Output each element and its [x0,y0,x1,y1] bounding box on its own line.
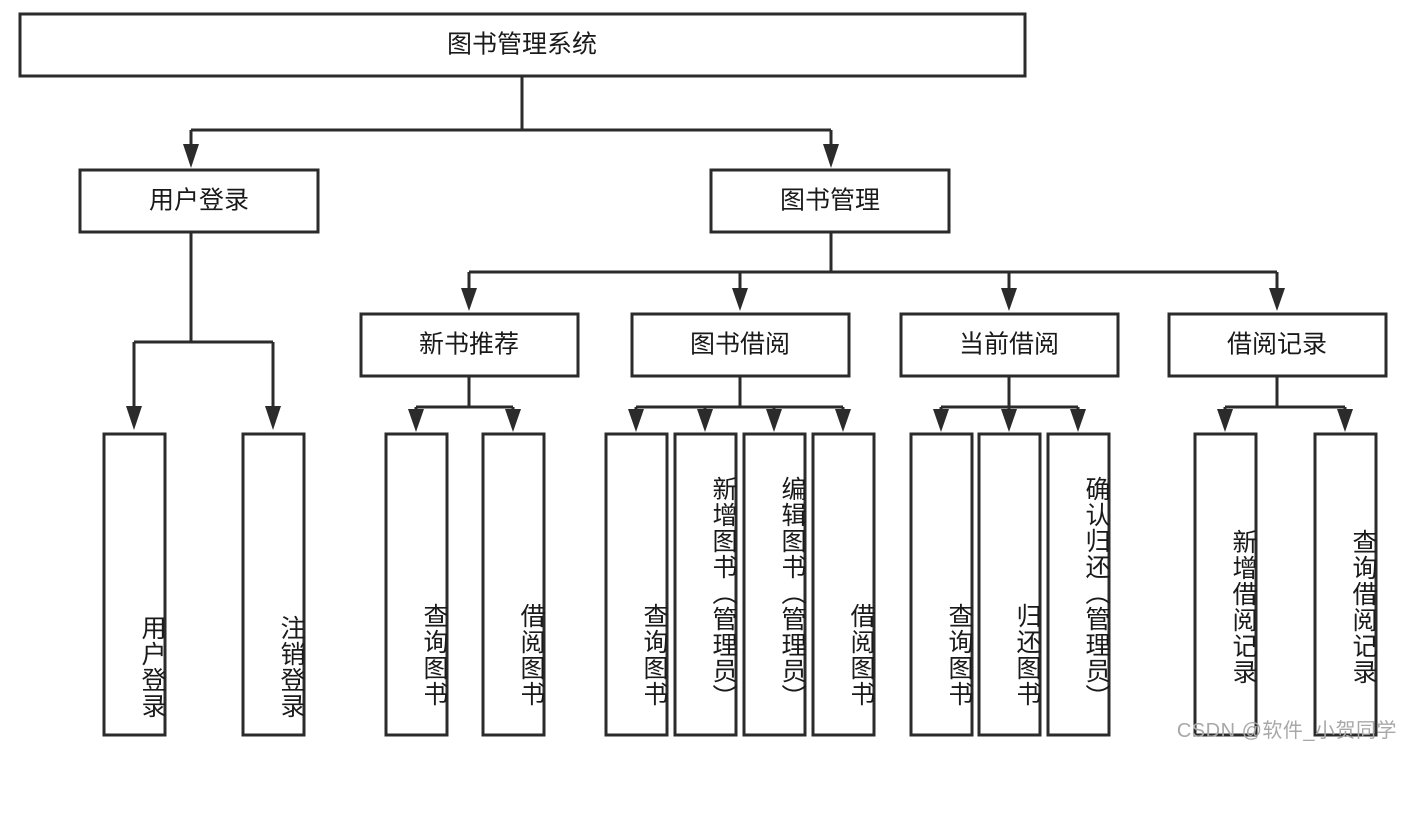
leaf-box-book-borrow-4[interactable] [811,432,876,737]
arrow-head-borrow-record [1269,288,1285,311]
arrow-head-leaf-book-borrow-1 [628,409,644,432]
connector-group-book-borrow-children [628,376,851,432]
node-current-borrow[interactable]: 当前借阅 [899,312,1120,378]
node-current-borrow-label: 当前借阅 [959,331,1059,359]
node-user-login-box [78,168,320,234]
arrow-head-leaf-user-login-2 [265,406,281,430]
node-book-management-box [709,168,951,234]
arrow-head-leaf-new-book-2 [505,409,521,432]
node-root-box [18,12,1027,78]
node-book-borrow-box [630,312,851,378]
leaf-box-user-login-2[interactable] [241,432,306,737]
leaf-group-book-borrow [604,432,876,737]
leaf-box-new-book-1[interactable] [384,432,449,737]
leaf-box-book-borrow-2[interactable] [673,432,738,737]
node-borrow-record[interactable]: 借阅记录 [1167,312,1388,378]
leaf-box-book-borrow-1[interactable] [604,432,669,737]
node-root-book-management-system[interactable]: 图书管理系统 [18,12,1027,78]
node-borrow-record-box [1167,312,1388,378]
leaf-box-book-borrow-3[interactable] [742,432,807,737]
node-book-borrow-label: 图书借阅 [690,331,790,359]
functional-structure-diagram: 图书管理系统 用户登录 图书管理 新书推荐 图书借阅 当前借阅 借阅记录 [18,12,1397,742]
node-new-book-recommend[interactable]: 新书推荐 [359,312,580,378]
node-borrow-record-label: 借阅记录 [1227,331,1327,359]
leaf-box-current-borrow-2[interactable] [977,432,1042,737]
arrow-head-book-manage [823,144,839,168]
node-user-login-label: 用户登录 [149,187,249,215]
leaf-group-new-book-recommend [384,432,546,737]
node-root-label: 图书管理系统 [447,31,597,59]
leaf-box-user-login-1[interactable] [102,432,167,737]
leaf-box-current-borrow-1[interactable] [909,432,974,737]
connector-group-new-book-children [408,376,521,432]
node-current-borrow-box [899,312,1120,378]
node-new-book-recommend-label: 新书推荐 [419,331,519,359]
leaf-box-borrow-record-1[interactable] [1193,432,1258,737]
diagram-canvas: 图书管理系统 用户登录 图书管理 新书推荐 图书借阅 当前借阅 借阅记录 [18,12,1388,737]
arrow-head-leaf-book-borrow-4 [835,409,851,432]
connector-group-borrow-record-children [1217,376,1353,432]
node-book-borrow[interactable]: 图书借阅 [630,312,851,378]
leaf-box-new-book-2[interactable] [481,432,546,737]
node-user-login[interactable]: 用户登录 [78,168,320,234]
leaf-group-current-borrow [909,432,1111,737]
leaf-group-borrow-record [1193,432,1378,737]
arrow-head-leaf-current-borrow-1 [933,409,949,432]
arrow-head-book-borrow [732,288,748,311]
connector-group-root-to-level2 [183,76,839,168]
arrow-head-leaf-current-borrow-2 [1001,409,1017,432]
arrow-head-user-login [183,144,199,168]
node-new-book-recommend-box [359,312,580,378]
node-book-management[interactable]: 图书管理 [709,168,951,234]
arrow-head-new-book-recommend [461,288,477,311]
connector-group-book-manage-children [461,233,1285,311]
connector-group-current-borrow-children [933,376,1086,432]
csdn-watermark: CSDN @软件_小贺同学 [1176,720,1397,742]
leaf-box-current-borrow-3[interactable] [1046,432,1111,737]
arrow-head-leaf-book-borrow-3 [766,409,782,432]
arrow-head-leaf-new-book-1 [408,409,424,432]
leaf-group-user-login [102,432,306,737]
arrow-head-leaf-book-borrow-2 [697,409,713,432]
connector-group-user-login-children [126,233,281,430]
arrow-head-current-borrow [1001,288,1017,311]
leaf-box-borrow-record-2[interactable] [1313,432,1378,737]
arrow-head-leaf-borrow-record-2 [1337,409,1353,432]
arrow-head-leaf-current-borrow-3 [1070,409,1086,432]
arrow-head-leaf-user-login-1 [126,406,142,430]
arrow-head-leaf-borrow-record-1 [1217,409,1233,432]
node-book-management-label: 图书管理 [780,187,880,215]
